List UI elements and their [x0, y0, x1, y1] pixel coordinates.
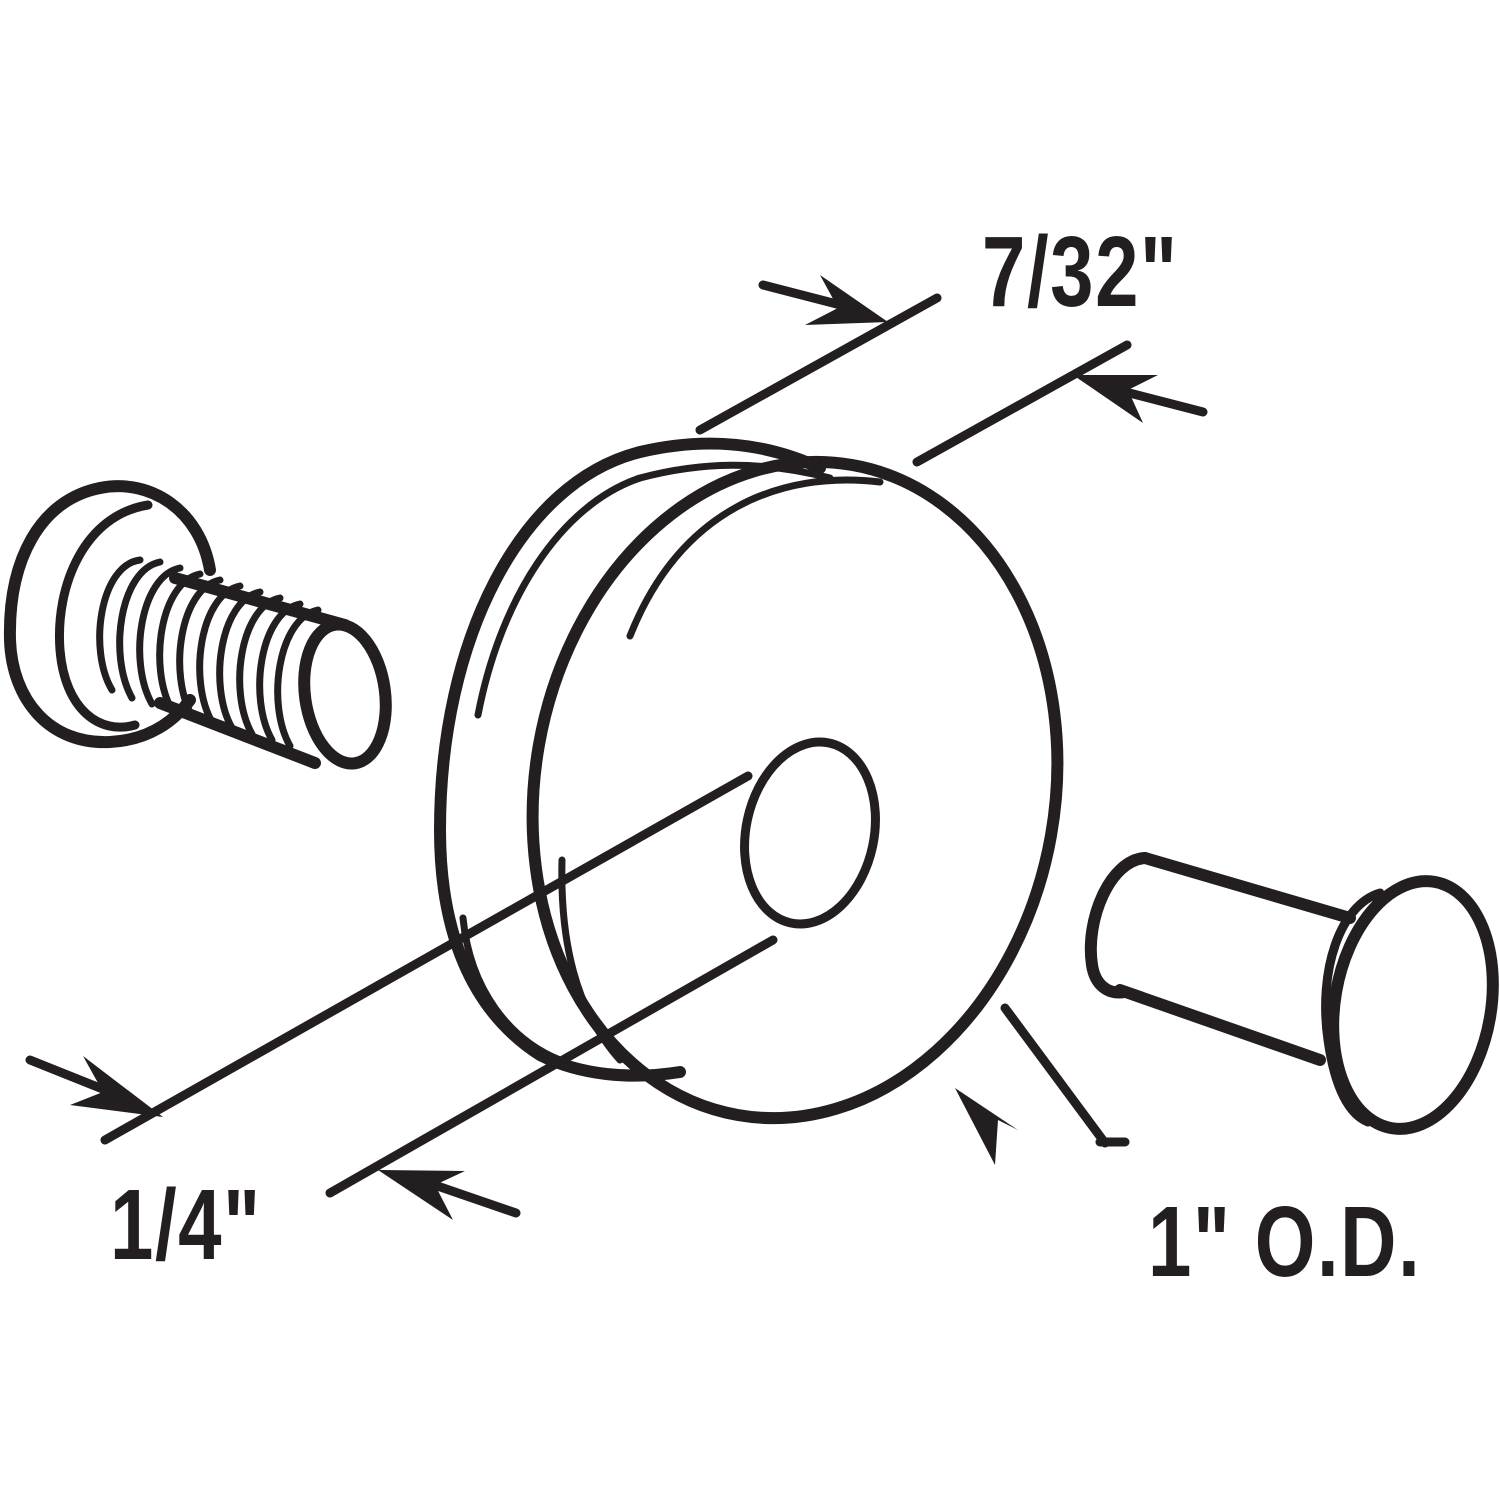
dimension-outer-diameter	[955, 1003, 1130, 1165]
arrow-icon	[70, 1056, 163, 1117]
arrow-icon	[1073, 375, 1158, 423]
arrow-icon	[805, 275, 888, 325]
thickness-label: 7/32"	[982, 216, 1179, 328]
outer-diameter-label: 1" O.D.	[1148, 1186, 1422, 1298]
dimension-thickness	[695, 275, 1208, 467]
screw-part	[3, 480, 392, 770]
rivet-part	[1084, 852, 1499, 1135]
hole-diameter-label: 1/4"	[110, 1169, 262, 1281]
wheel-part	[434, 437, 1064, 1125]
dimension-hole	[25, 771, 778, 1220]
arrow-icon	[378, 1170, 465, 1220]
arrow-icon	[955, 1088, 1018, 1165]
